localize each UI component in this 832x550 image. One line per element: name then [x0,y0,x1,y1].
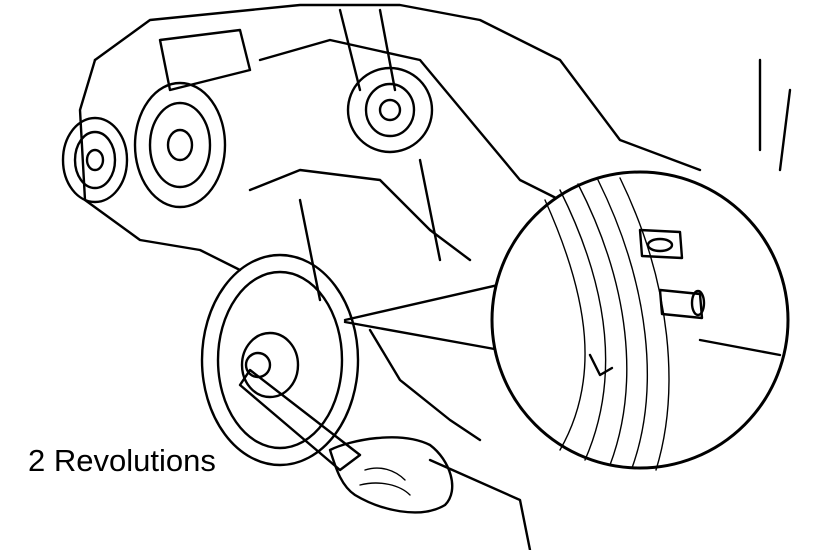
tensioner-pulley [346,66,434,154]
engine-block [78,3,792,442]
magnified-timing-mark-inset [490,170,790,471]
left-pulley [61,116,129,204]
callout-pointer [343,278,522,352]
accessory-pulley [133,81,227,209]
crankshaft-pulley [200,253,360,467]
rotation-caption: 2 Revolutions [24,441,220,481]
wrench-and-hand [238,368,532,550]
